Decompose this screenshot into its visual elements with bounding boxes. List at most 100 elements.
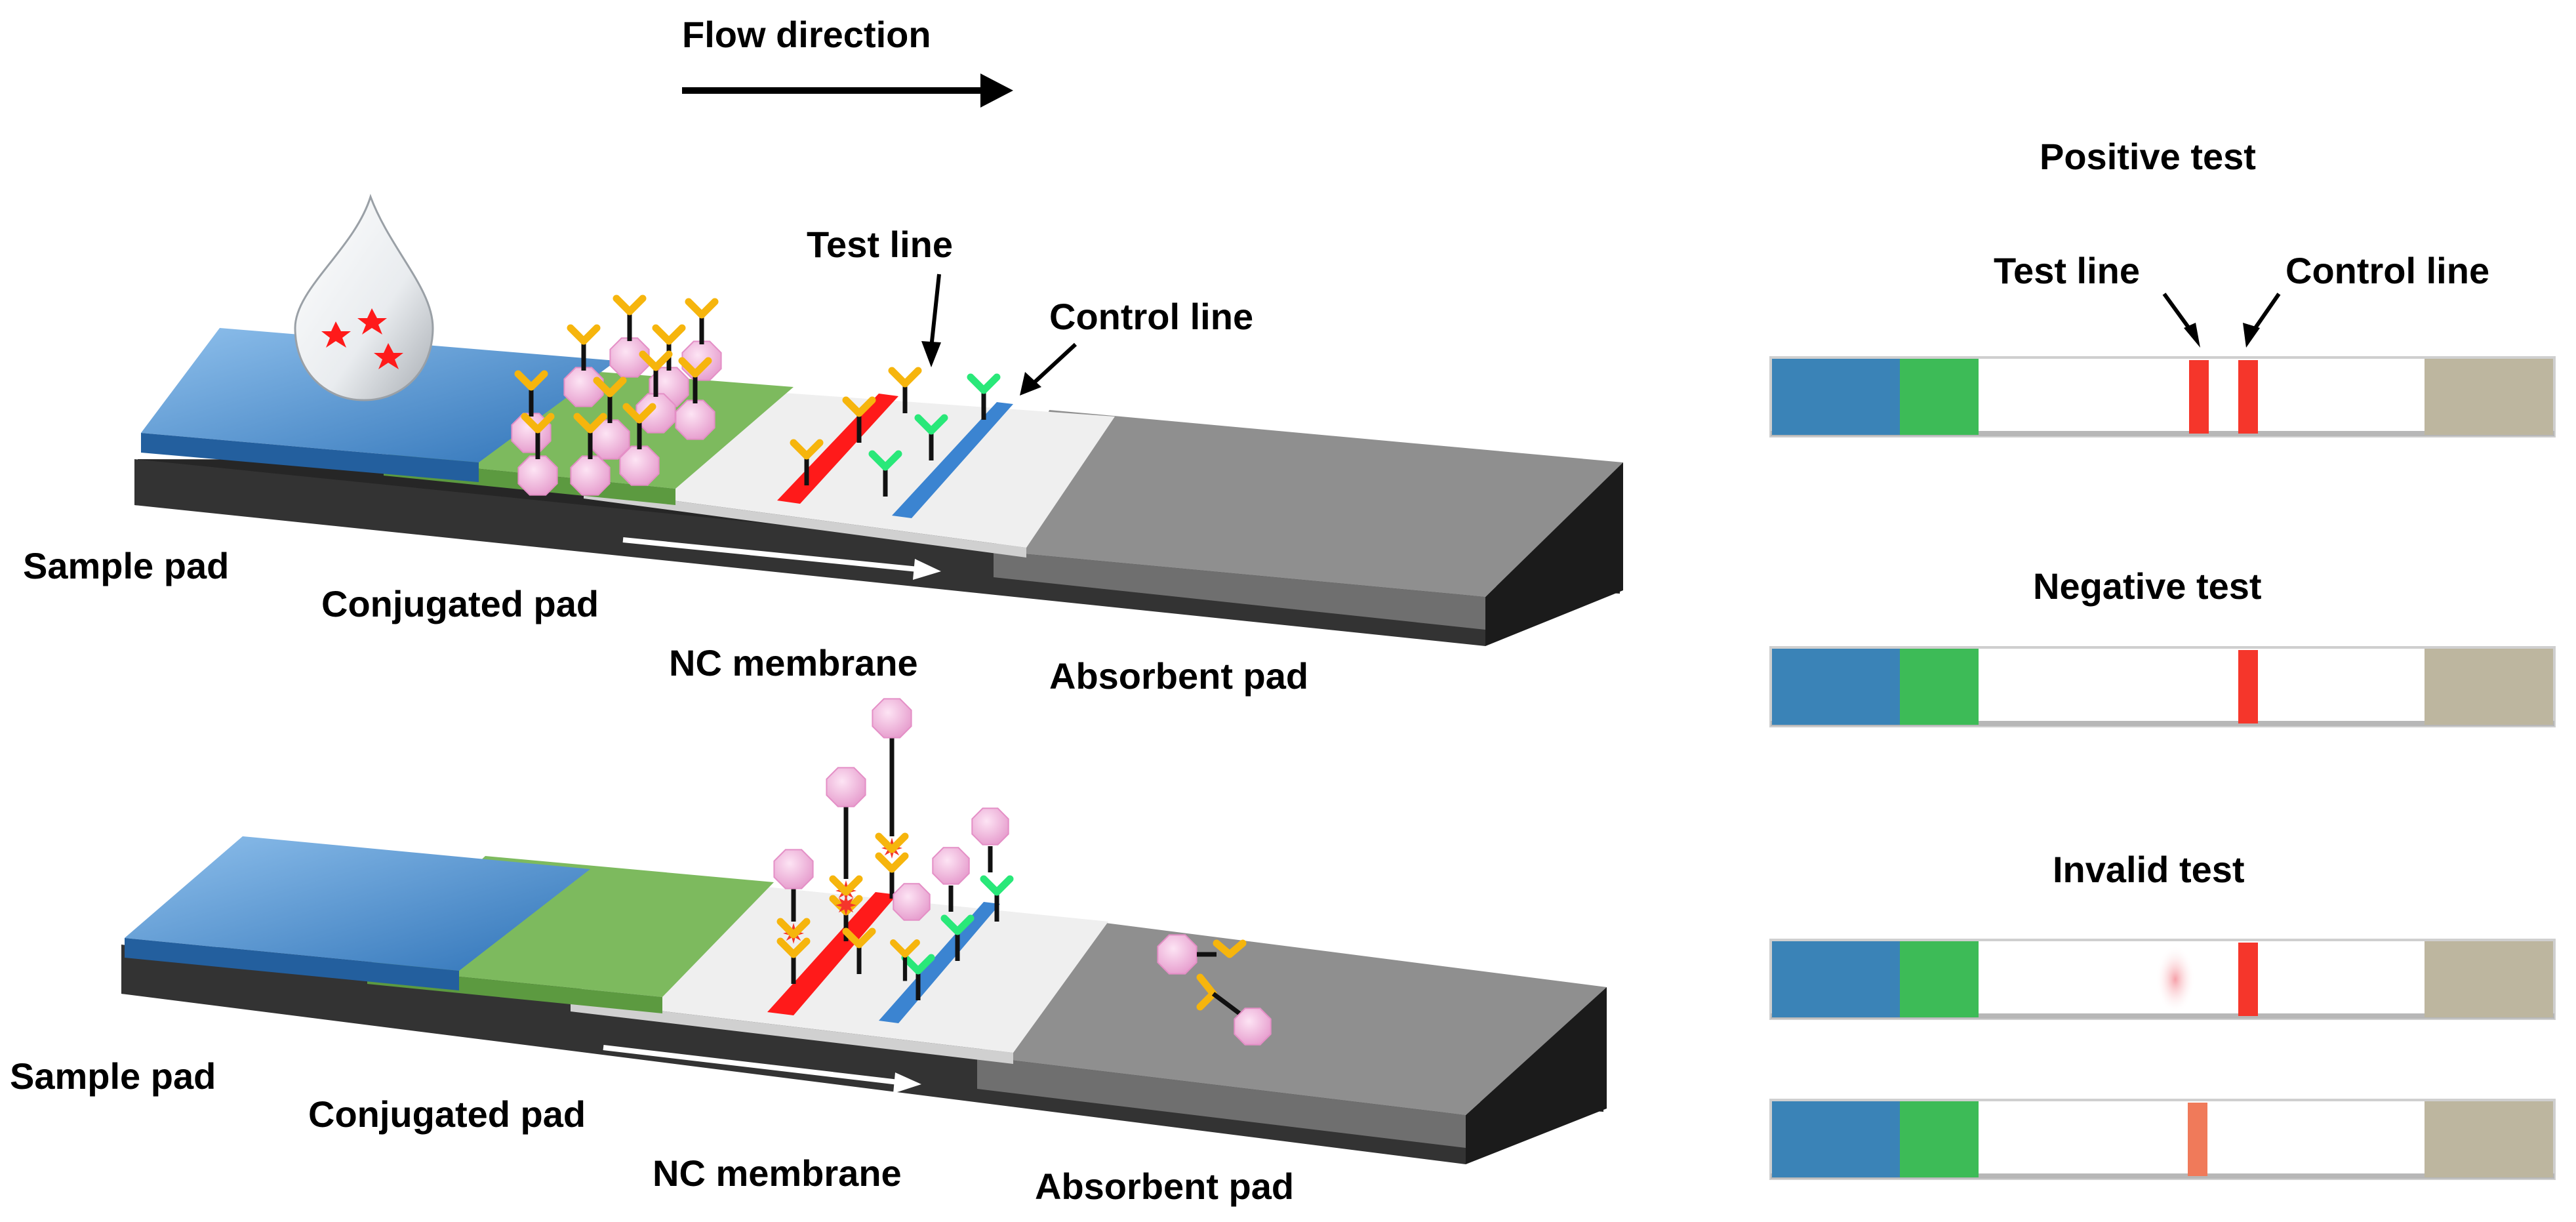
control-line-pointer-head	[1020, 372, 1041, 396]
gold-nanoparticle	[1234, 1008, 1272, 1046]
positive-control-pointer-head	[2243, 323, 2260, 348]
absorbent-pad-edge	[977, 1056, 1466, 1148]
capture-antibody-icon	[888, 367, 922, 413]
sample-pad-label: Sample pad	[23, 545, 229, 586]
gold-nanoparticle	[971, 807, 1009, 845]
sample-pad-edge	[141, 433, 479, 482]
detection-antibody-icon	[593, 377, 627, 423]
capture-antibody-icon	[776, 937, 811, 984]
sample-pad-edge	[125, 938, 459, 990]
antibody-stem	[1211, 992, 1241, 1015]
absorbent-pad-zone	[2425, 941, 2553, 1017]
absorbent-pad-edge	[994, 551, 1485, 630]
result-strips	[1769, 356, 2556, 1180]
analyte-icon	[835, 895, 856, 916]
detection-antibody-icon	[685, 298, 719, 344]
nc-membrane-label: NC membrane	[669, 642, 918, 683]
absorbent-pad-label: Absorbent pad	[1049, 655, 1308, 697]
detection-antibody-icon	[776, 918, 811, 939]
gold-nanoparticle	[1157, 934, 1197, 975]
test-line-band	[767, 892, 897, 1015]
conjugated-pad-label: Conjugated pad	[308, 1093, 586, 1135]
test-line-mark	[2188, 1103, 2207, 1176]
strip-shadow	[1771, 1173, 2554, 1179]
detection-antibody-icon	[639, 350, 673, 397]
gold-nanoparticle	[570, 455, 611, 496]
sample-pad-zone	[1772, 941, 1900, 1017]
positive-control-line-label: Control line	[2285, 250, 2489, 291]
absorbent-pad	[994, 410, 1623, 597]
detection-antibody-icon	[573, 413, 607, 459]
conjugate-pad-zone	[1900, 1101, 1979, 1177]
control-antibody-icon	[940, 914, 975, 961]
test-line-mark	[2189, 360, 2209, 434]
capture-antibody-icon	[842, 396, 876, 443]
detection-antibody-icon	[622, 403, 656, 449]
conjugate-pad-zone	[1900, 359, 1979, 435]
conjugates	[511, 295, 722, 496]
nc-membrane-edge	[571, 1000, 1013, 1064]
control-line-mark	[2238, 650, 2258, 723]
absorbent-pad-zone	[2425, 649, 2553, 725]
gold-nanoparticle	[893, 883, 931, 921]
positive-test-line-label: Test line	[1994, 250, 2140, 291]
absorbent-pad	[977, 922, 1607, 1115]
gold-nanoparticle	[826, 767, 866, 807]
top-flow-arrow	[622, 537, 919, 572]
strip-shadow	[1771, 431, 2554, 436]
test-line-pointer-head	[921, 341, 941, 367]
top-flow-arrowhead	[913, 559, 941, 580]
strip-shadow	[1771, 721, 2554, 726]
invalid-result-strip-2	[1769, 1099, 2556, 1180]
conjugate-pad-zone	[1900, 649, 1979, 725]
flow-direction-arrowhead	[980, 73, 1013, 108]
gold-nanoparticle	[932, 847, 970, 885]
faint-test-line-mark	[2156, 945, 2195, 1013]
sample-pad-zone	[1772, 1101, 1900, 1177]
absorbent-pad-zone	[2425, 1101, 2553, 1177]
capture-antibody-icon	[790, 439, 824, 485]
negative-test-title: Negative test	[2033, 565, 2262, 607]
control-line-mark	[2238, 360, 2258, 434]
conjugated-pad-label: Conjugated pad	[321, 583, 599, 624]
control-antibody-icon	[980, 875, 1014, 922]
bottom-flow-arrow	[603, 1045, 899, 1085]
detection-antibody-icon	[875, 832, 909, 853]
sample-pad-label: Sample pad	[10, 1055, 216, 1097]
detection-antibody-icon	[678, 357, 712, 403]
positive-test-title: Positive test	[2040, 136, 2256, 177]
detection-antibody-icon	[514, 370, 548, 417]
nc-membrane-label: NC membrane	[653, 1152, 902, 1194]
absorbent-pad-label: Absorbent pad	[1035, 1166, 1294, 1207]
backing-side	[1485, 462, 1623, 646]
sample-pad-zone	[1772, 649, 1900, 725]
control-line-mark	[2238, 943, 2258, 1016]
strip-bottom: Sample pad Conjugated pad NC membrane Ab…	[10, 698, 1607, 1207]
conjugate-pad-zone	[1900, 941, 1979, 1017]
backing-front	[134, 459, 1485, 646]
strip-shadow	[1771, 1013, 2554, 1019]
detection-antibody-icon	[567, 324, 601, 371]
test-line-pointer	[929, 274, 941, 348]
strip-top: Test line Control line Sample pad Conjug…	[23, 193, 1623, 697]
detection-antibody-icon	[613, 295, 647, 341]
flow-direction-label: Flow direction	[682, 14, 931, 55]
sample-droplet	[294, 193, 434, 401]
test-line-label: Test line	[807, 224, 953, 265]
gold-nanoparticle	[619, 445, 660, 486]
analyte-icon	[321, 308, 403, 369]
invalid-test-title: Invalid test	[2053, 849, 2245, 890]
result-panel: Positive test Test line Control line Neg…	[1769, 136, 2556, 1180]
gold-nanoparticle	[675, 399, 715, 440]
control-line-band	[879, 902, 1000, 1023]
capture-antibodies	[790, 367, 1001, 497]
flow-direction: Flow direction	[682, 14, 1013, 108]
capture-antibody-icon	[875, 852, 909, 899]
detection-antibody-icon	[890, 939, 920, 981]
gold-nanoparticle	[773, 849, 814, 889]
absorbent-pad-zone	[2425, 359, 2553, 435]
gold-nanoparticle	[609, 337, 650, 378]
detection-antibody-icon	[1213, 939, 1247, 958]
control-antibody-icon	[901, 954, 935, 1000]
detection-antibody-icon	[829, 875, 863, 896]
